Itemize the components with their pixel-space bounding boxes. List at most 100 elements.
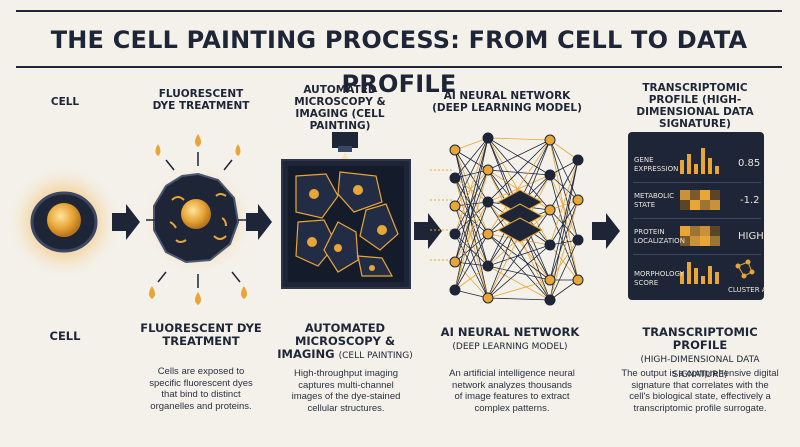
network-edge	[454, 177, 489, 235]
network-edge	[454, 177, 489, 203]
layer-stack	[496, 217, 544, 243]
network-edge	[454, 169, 489, 291]
step-cell-title: CELL	[49, 329, 81, 343]
step-dye-title: FLUORESCENT DYE TREATMENT	[140, 321, 262, 348]
cluster-icon	[735, 259, 755, 279]
network-node	[449, 228, 461, 240]
network-edge	[454, 205, 489, 235]
network-edge	[454, 169, 489, 263]
network-node	[544, 294, 556, 306]
protein-heatmap	[680, 226, 720, 246]
gene-expression-value: 0.85	[738, 158, 761, 169]
network-node	[482, 228, 494, 240]
network-edge	[549, 159, 579, 246]
dyed-cell-illustration	[142, 134, 254, 305]
arrow-icon	[112, 204, 140, 240]
network-node	[572, 194, 584, 206]
network-edge	[454, 265, 489, 291]
network-edge	[487, 139, 551, 235]
protein-localization-value: HIGH	[738, 231, 764, 242]
network-edge	[487, 139, 551, 203]
protein-localization-label: PROTEIN LOCALIZATION	[634, 228, 685, 245]
microscopy-illustration	[281, 132, 411, 289]
network-edge	[549, 209, 579, 281]
network-edge	[454, 169, 489, 179]
network-node	[449, 144, 461, 156]
network-node	[572, 154, 584, 166]
network-edge	[549, 139, 579, 241]
network-edge	[454, 177, 489, 299]
network-node	[544, 274, 556, 286]
network-edge	[454, 201, 489, 291]
network-edge	[487, 137, 551, 141]
network-node	[544, 204, 556, 216]
metabolic-state-value: -1.2	[740, 195, 760, 206]
network-edge	[454, 169, 489, 207]
network-edge	[454, 149, 489, 203]
morphology-score-value: CLUSTER A	[728, 286, 767, 294]
network-node	[449, 200, 461, 212]
step-profile-title: TRANSCRIPTOMIC PROFILE(HIGH-DIMENSIONAL …	[640, 325, 760, 381]
step-ai-title: AI NEURAL NETWORK(DEEP LEARNING MODEL)	[440, 325, 580, 353]
network-edge	[549, 174, 579, 201]
network-edge	[454, 201, 489, 207]
network-edge	[549, 239, 579, 301]
network-edge	[487, 209, 551, 299]
network-edge	[487, 174, 551, 203]
network-edge	[454, 137, 489, 235]
network-edge	[549, 244, 579, 281]
network-edge	[454, 149, 489, 235]
network-edge	[549, 159, 579, 301]
network-edge	[549, 199, 579, 281]
gene-expression-label: GENE EXPRESSION	[634, 156, 679, 173]
network-edge	[549, 159, 579, 211]
divider	[633, 182, 761, 183]
network-edge	[549, 199, 579, 246]
network-edge	[454, 149, 489, 267]
network-edge	[549, 139, 579, 281]
network-edge	[454, 201, 489, 263]
network-edge	[454, 137, 489, 179]
network-node	[482, 132, 494, 144]
divider	[633, 254, 761, 255]
network-edge	[487, 233, 551, 281]
step-profile-heading: TRANSCRIPTOMIC PROFILE (HIGH-DIMENSIONAL…	[636, 82, 754, 130]
network-node	[482, 292, 494, 304]
network-edge	[454, 177, 489, 267]
network-node	[449, 256, 461, 268]
network-node	[482, 260, 494, 272]
network-edge	[487, 265, 551, 281]
network-edge	[454, 289, 489, 299]
network-edge	[487, 297, 551, 301]
network-edge	[454, 205, 489, 299]
neural-network-illustration	[430, 132, 584, 306]
network-edge	[454, 137, 489, 151]
network-edge	[454, 233, 489, 263]
network-edge	[487, 137, 551, 176]
network-node	[544, 134, 556, 146]
network-node	[482, 196, 494, 208]
network-edge	[549, 199, 579, 301]
network-edge	[549, 139, 579, 201]
network-edge	[549, 159, 579, 281]
network-edge	[454, 233, 489, 267]
step-dye-heading: FLUORESCENT DYE TREATMENT	[152, 88, 250, 112]
step-microscopy-description: High-throughput imaging captures multi-c…	[291, 368, 401, 414]
network-node	[544, 169, 556, 181]
network-edge	[549, 174, 579, 241]
network-edge	[454, 205, 489, 267]
arrow-icon	[414, 213, 442, 249]
step-ai-description: An artificial intelligence neural networ…	[449, 368, 575, 414]
network-node	[482, 164, 494, 176]
network-edge	[549, 174, 579, 281]
title-rule-top	[16, 10, 782, 12]
network-node	[449, 284, 461, 296]
step-microscopy-title: AUTOMATED MICROSCOPY & IMAGING (CELL PAI…	[277, 321, 413, 362]
network-edge	[454, 169, 489, 235]
step-dye-description: Cells are exposed to specific fluorescen…	[149, 366, 253, 412]
network-edge	[549, 239, 579, 281]
network-edge	[487, 244, 551, 267]
network-edge	[454, 137, 489, 207]
